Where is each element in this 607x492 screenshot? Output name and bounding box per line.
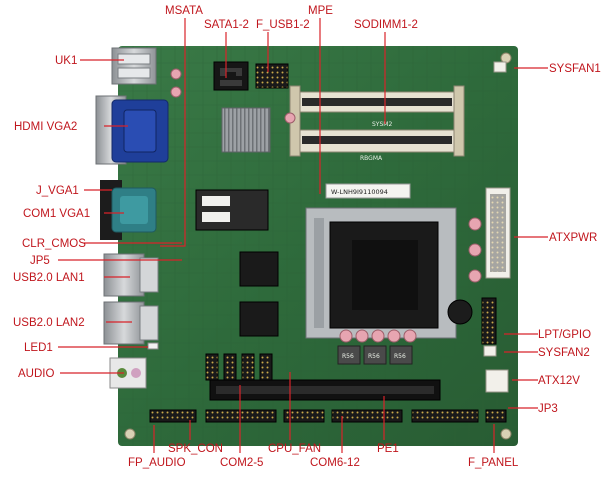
inductor-label-3: R56 [394,353,406,360]
label-usb-lan2: USB2.0 LAN2 [13,317,85,329]
serial-text: W-LNH9I9110094 [331,188,388,196]
label-clr-cmos: CLR_CMOS [22,238,86,250]
label-jp3: JP3 [538,403,558,415]
sodimm-silk-bottom: RBGMA [360,155,383,162]
label-fp-audio: FP_AUDIO [128,457,186,469]
msata-slot [195,189,269,231]
label-com1-vga1: COM1 VGA1 [23,208,90,220]
labels: MSATA SATA1-2 F_USB1-2 MPE SODIMM1-2 UK1… [13,5,601,469]
sodimm-slots: SYSM2 RBGMA [289,85,465,162]
capacitors [170,68,482,343]
label-msata: MSATA [165,5,203,17]
label-hdmi-vga2: HDMI VGA2 [14,121,77,133]
label-sata: SATA1-2 [204,19,249,31]
label-pe1: PE1 [377,443,399,455]
usb-lan2-connector [103,301,159,345]
leader-lines [58,18,548,453]
inductor-label-1: R56 [342,353,354,360]
buzzer [447,299,473,325]
sodimm-silk-top: SYSM2 [372,121,392,128]
label-sysfan1: SYSFAN1 [549,63,601,75]
label-j-vga1: J_VGA1 [36,185,79,197]
label-cpu-fan: CPU_FAN [268,443,321,455]
lpt-gpio-header [481,297,497,345]
uk1-connector [111,47,157,85]
label-sysfan2: SYSFAN2 [538,347,590,359]
label-lpt-gpio: LPT/GPIO [538,329,591,341]
inductor-label-2: R56 [368,353,380,360]
label-f-panel: F_PANEL [468,457,519,469]
label-spk-con: SPK_CON [168,443,223,455]
label-uk1: UK1 [55,55,77,67]
label-mpe: MPE [308,5,333,17]
atx12v-connector [485,369,509,393]
usb-lan1-connector [103,253,159,297]
label-led1: LED1 [24,342,53,354]
label-com2-5: COM2-5 [220,457,263,469]
label-com6-12: COM6-12 [310,457,360,469]
label-f-usb: F_USB1-2 [256,19,310,31]
sata-connectors [213,61,249,91]
label-atx12v: ATX12V [538,375,580,387]
hdmi-vga2-connector [95,95,169,165]
pe1-slot [209,379,441,401]
serial-sticker: W-LNH9I9110094 [325,183,411,199]
f-usb-headers [255,63,289,89]
super-io-chips [239,251,279,337]
label-audio: AUDIO [18,368,54,380]
inductors: R56 R56 R56 [337,345,413,365]
label-sodimm: SODIMM1-2 [354,19,418,31]
sysfan2-header [483,345,497,357]
label-jp5: JP5 [30,255,50,267]
cpu-socket [305,207,457,339]
sysfan1-header [493,61,507,73]
led1 [147,342,159,350]
com1-vga1-connector [100,180,157,240]
label-usb-lan1: USB2.0 LAN1 [13,272,85,284]
com-headers [205,353,273,381]
atxpwr-connector [485,187,511,279]
chipset-heatsink [221,107,271,153]
label-atxpwr: ATXPWR [549,232,597,244]
